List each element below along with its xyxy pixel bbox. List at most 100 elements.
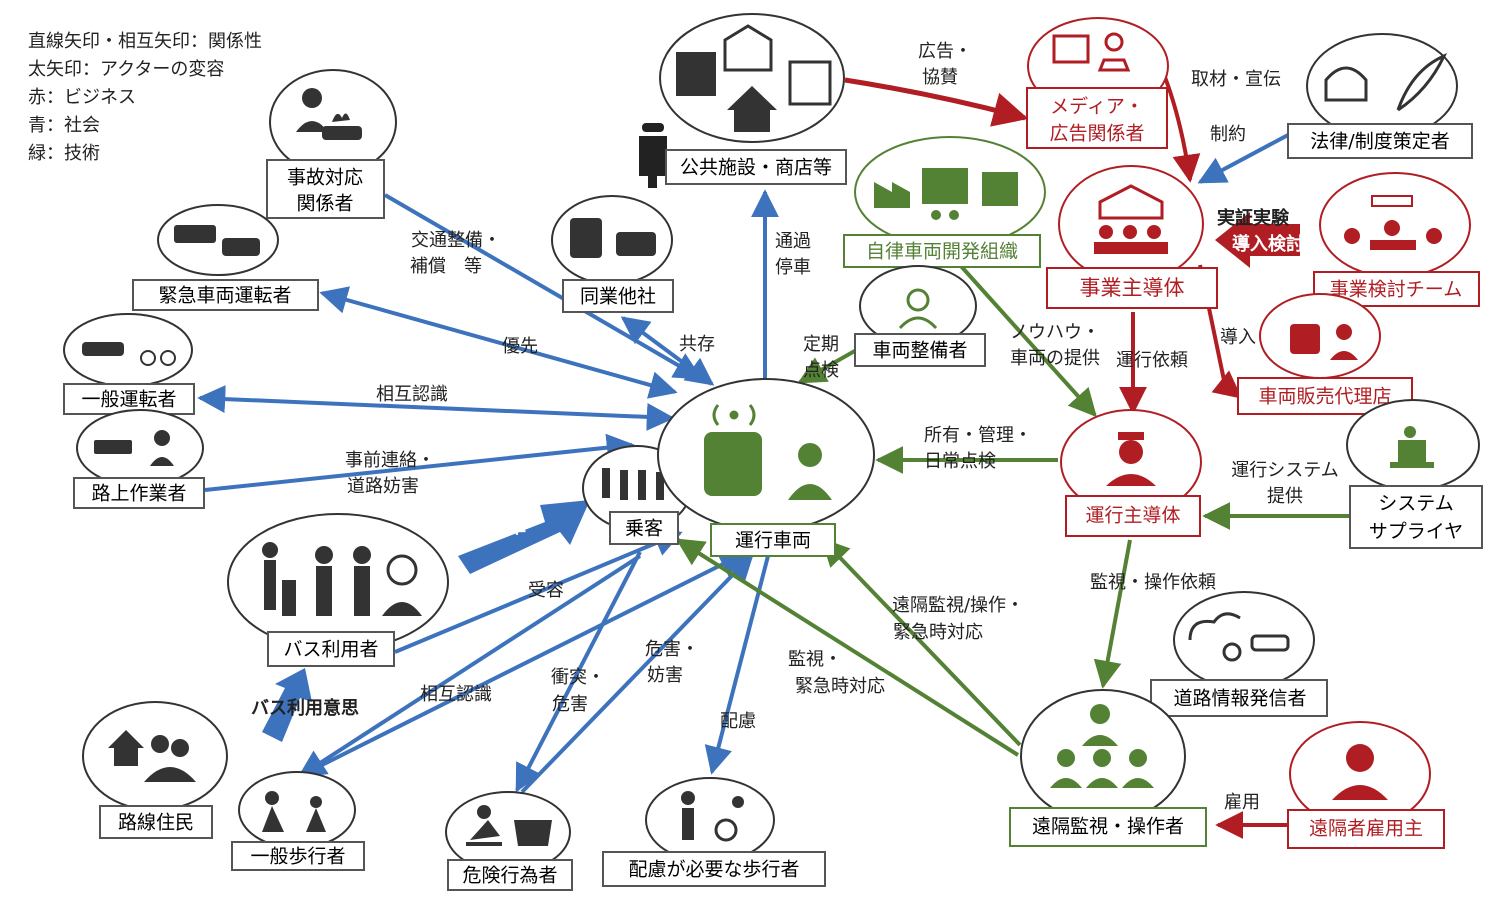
passengers-icon [602, 468, 664, 500]
factory-icon [874, 168, 1018, 220]
edge-jisho-arrow [1215, 212, 1300, 268]
label-koyo: 雇用 [1224, 792, 1260, 813]
edge-kansi [675, 538, 1020, 757]
node-horitsu[interactable]: 法律/制度策定者 [1287, 33, 1473, 159]
node-enkaku[interactable]: 遠隔監視・操作者 [1009, 689, 1207, 847]
node-seibi[interactable]: 車両整備者 [854, 265, 986, 367]
node-rosen[interactable]: 路線住民 [82, 701, 228, 839]
node-rojo[interactable]: 路上作業者 [73, 409, 205, 509]
node-kinkyu-label: 緊急車両運転者 [158, 285, 291, 307]
label-bus-riyo: バス利用意思 [251, 697, 359, 719]
node-system-label-2: サプライヤ [1369, 521, 1463, 543]
edge-enkaku [821, 537, 1022, 747]
node-rojo-label: 路上作業者 [91, 483, 186, 505]
label-jizen-1: 事前連絡・ [345, 450, 435, 471]
label-unko-irai: 運行依頼 [1116, 350, 1188, 371]
bus-users-icon [262, 542, 422, 616]
weather-accident-icon [1188, 612, 1290, 662]
legend-line-1: 直線矢印・相互矢印：関係性 [28, 31, 262, 52]
edge-kigai [520, 552, 754, 794]
label-knowhow-1: ノウハウ・ [1010, 322, 1100, 343]
mechanic-icon [898, 288, 938, 330]
operator-icon [1106, 432, 1156, 486]
label-enkaku-2: 緊急時対応 [893, 622, 983, 643]
edge-sogo2-b [307, 551, 748, 774]
bus-stop-icon [639, 123, 667, 188]
person-icon [296, 88, 328, 132]
node-bus-user[interactable]: バス利用者 [227, 513, 449, 667]
label-josha: 乗車 [490, 516, 526, 538]
label-jisho-1: 実証実験 [1217, 207, 1290, 229]
label-juyo: 受容 [528, 580, 564, 601]
label-sogo2: 相互認識 [420, 684, 492, 705]
bus-taxi-icon [570, 218, 656, 258]
node-doro[interactable]: 道路情報発信者 [1150, 591, 1328, 717]
label-system-1: 運行システム [1231, 460, 1338, 481]
label-jisho-2: 導入検討 [1232, 233, 1304, 255]
node-kinkyu[interactable]: 緊急車両運転者 [132, 204, 319, 311]
edge-labels: 交通整備・ 補償 等 優先 相互認識 事前連絡・ 道路妨害 乗車 受容 バス利用… [251, 41, 1339, 813]
node-unko-shudo[interactable]: 運行主導体 [1060, 409, 1202, 537]
node-media[interactable]: メディア・ 広告関係者 [1026, 17, 1169, 149]
car-bike-icon [82, 342, 176, 366]
edges [197, 59, 1350, 839]
node-unko-sharyo[interactable]: 運行車両 [657, 378, 875, 557]
label-kansi-2: 緊急時対応 [795, 676, 885, 697]
node-jiritsu[interactable]: 自律車両開発組織 [843, 136, 1046, 268]
office-meeting-icon [1094, 184, 1168, 254]
edge-seiyaku [1197, 133, 1289, 184]
label-kokoku-2: 協賛 [922, 67, 958, 88]
buildings-icon [676, 24, 832, 132]
node-media-label-2: 広告関係者 [1049, 123, 1144, 145]
node-hanbai[interactable]: 車両販売代理店 [1237, 293, 1413, 415]
newspaper-icon [1052, 32, 1131, 72]
node-kokyo-label: 公共施設・商店等 [680, 157, 832, 179]
node-jiko[interactable]: 事故対応 関係者 [266, 69, 397, 219]
node-kokyo[interactable]: 公共施設・商店等 [639, 13, 847, 188]
label-kotsu-2: 補償 等 [410, 256, 482, 277]
legend: 直線矢印・相互矢印：関係性 太矢印：アクターの変容 赤：ビジネス 青：社会 緑：… [28, 31, 262, 164]
label-system-2: 提供 [1267, 486, 1303, 507]
node-koyo[interactable]: 遠隔者雇用主 [1287, 721, 1445, 849]
node-hokosha[interactable]: 一般歩行者 [231, 771, 365, 871]
capitol-quill-icon [1324, 53, 1448, 112]
edge-rojo [204, 433, 635, 492]
bus-icon [704, 432, 762, 496]
node-jokyaku-label: 乗客 [625, 518, 663, 540]
label-shuzai: 取材・宣伝 [1191, 69, 1281, 90]
label-kokoku-1: 広告・ [918, 41, 972, 62]
label-kansi-1: 監視・ [788, 649, 842, 670]
computer-user-icon [1390, 426, 1434, 468]
label-shoyu-2: 日常点検 [924, 451, 996, 472]
node-jigyo[interactable]: 事業主導体 [1046, 165, 1218, 309]
node-dogyo[interactable]: 同業他社 [551, 195, 674, 313]
edge-kokoku [844, 77, 1029, 127]
excavator-worker-icon [94, 430, 174, 466]
node-media-label-1: メディア・ [1050, 96, 1144, 118]
bus-dealer-icon [1290, 324, 1358, 360]
node-jokyaku[interactable]: 乗客 [582, 445, 692, 545]
node-ippan-driver[interactable]: 一般運転者 [63, 313, 195, 415]
skater-thief-icon [466, 805, 552, 846]
node-kento[interactable]: 事業検討チーム [1313, 172, 1480, 307]
node-hairyo-label: 配慮が必要な歩行者 [628, 859, 799, 881]
node-horitsu-label: 法律/制度策定者 [1310, 131, 1449, 153]
label-teiki-1: 定期 [803, 334, 839, 355]
node-kento-label: 事業検討チーム [1330, 279, 1462, 301]
wifi-icon [712, 404, 756, 426]
label-seiyaku: 制約 [1210, 124, 1246, 145]
label-kyozon: 共存 [679, 334, 715, 355]
legend-line-4: 青：社会 [28, 115, 100, 136]
node-system[interactable]: システム サプライヤ [1346, 399, 1483, 549]
label-kigai-2: 妨害 [647, 665, 683, 686]
label-shototsu-1: 衝突・ [551, 667, 605, 688]
node-kiken[interactable]: 危険行為者 [445, 791, 573, 891]
employer-icon [1332, 744, 1388, 800]
edge-ippan-driver [197, 385, 675, 431]
node-hokosha-label: 一般歩行者 [250, 846, 345, 868]
node-hairyo[interactable]: 配慮が必要な歩行者 [602, 777, 826, 887]
team-icon [1344, 195, 1442, 250]
label-hairyo: 配慮 [720, 711, 756, 732]
label-teiki-2: 点検 [803, 360, 839, 381]
thick-arrow-josha [458, 500, 590, 574]
